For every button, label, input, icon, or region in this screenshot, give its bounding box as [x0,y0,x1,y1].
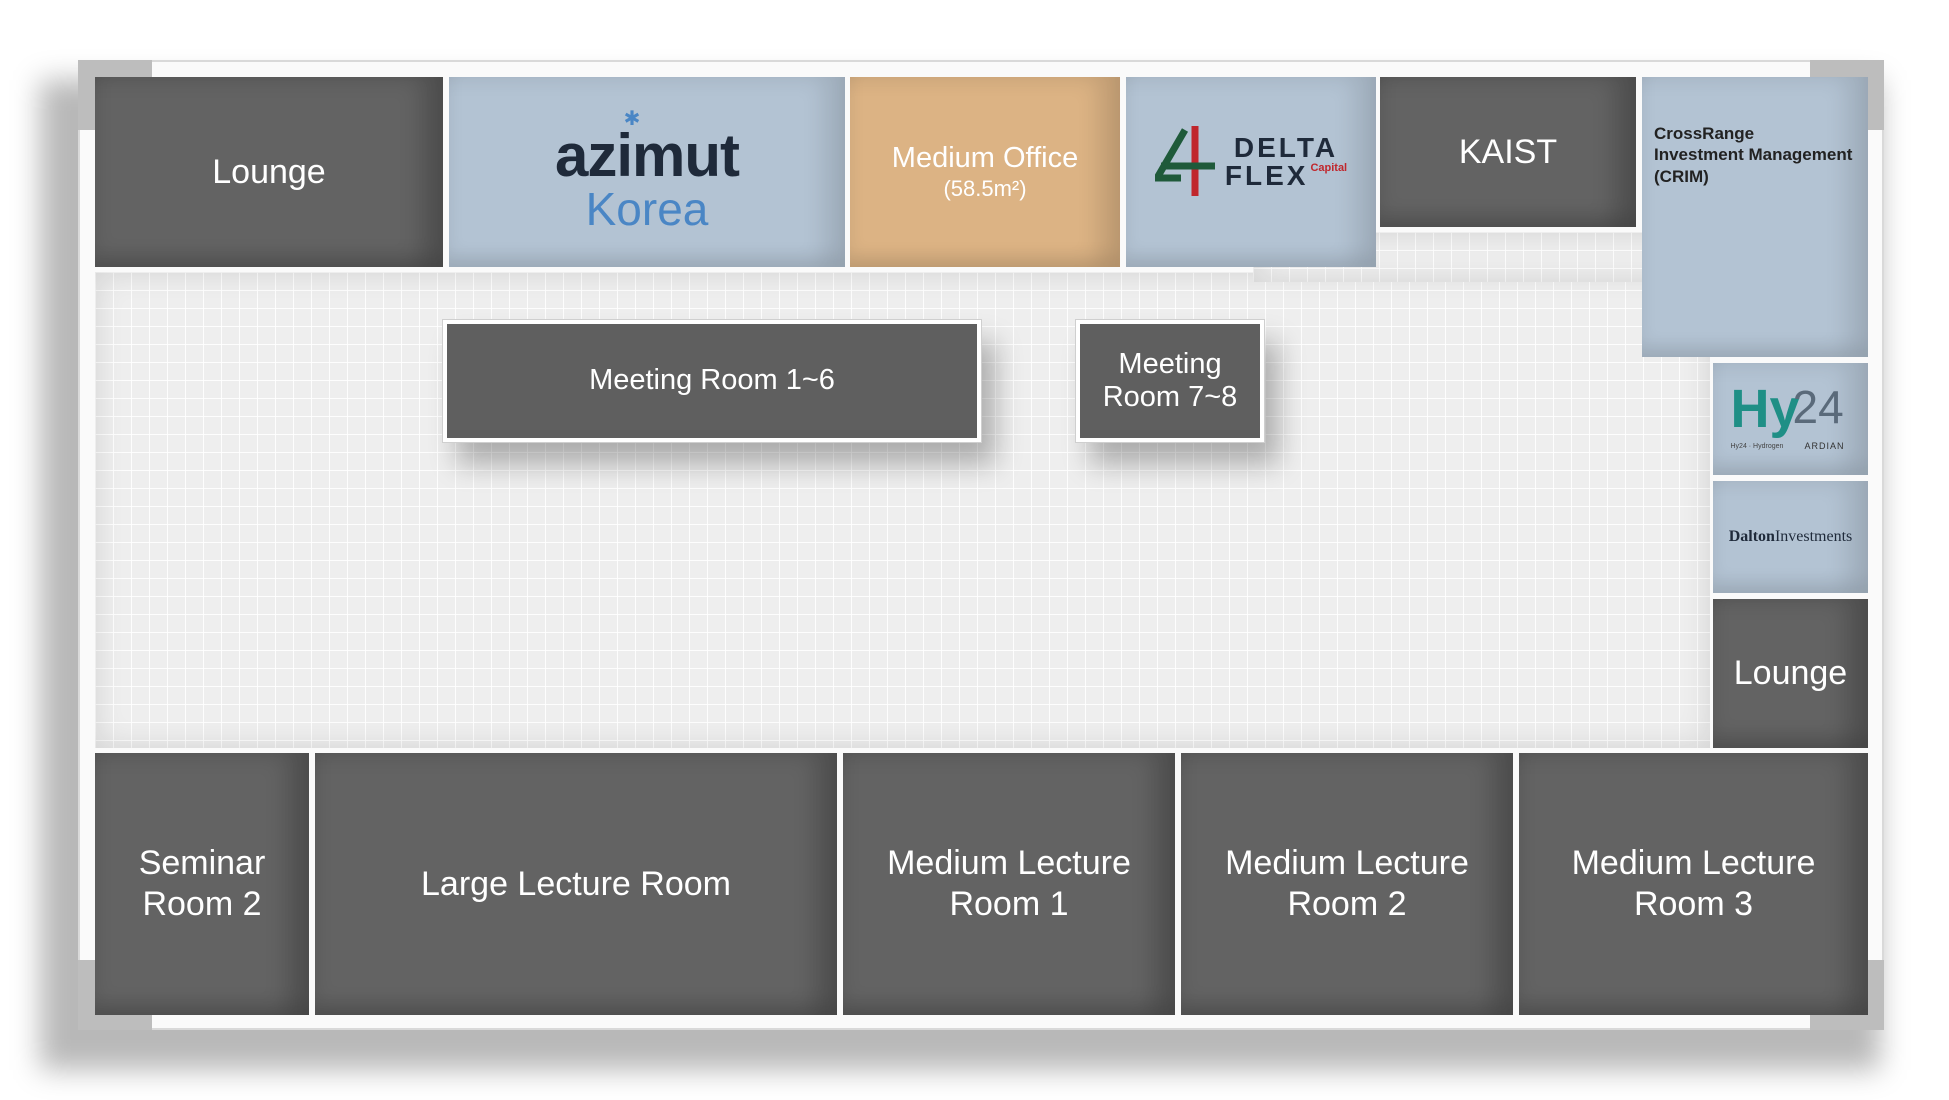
azimut-star-icon: ✱ [623,108,641,130]
room-medium-office[interactable]: Medium Office (58.5m²) [850,77,1120,267]
flex-word: FLEX [1224,160,1309,191]
room-label: KAIST [1458,132,1558,171]
room-label: Seminar Room 2 [138,844,266,923]
room-azimut-korea[interactable]: ✱ azimut Korea [449,77,845,267]
room-medium-lecture-2[interactable]: Medium Lecture Room 2 [1181,753,1513,1015]
hy24-logo: Hy 24 Hy24 · Hydrogen ARDIAN [1731,379,1851,459]
room-seminar-2[interactable]: Seminar Room 2 [95,753,309,1015]
room-label: Medium Office [891,142,1079,175]
azimut-wordmark: azimut [554,122,740,189]
hy24-letters: Hy [1730,379,1800,439]
room-kaist[interactable]: KAIST [1380,77,1636,227]
room-meeting-7-8[interactable]: Meeting Room 7~8 [1076,320,1264,442]
room-lounge-top[interactable]: Lounge [95,77,443,267]
delta-flex-mark-icon [1154,126,1215,196]
room-label: Medium Lecture Room 1 [887,844,1131,923]
corridor-floor [95,272,1710,748]
room-meeting-1-6[interactable]: Meeting Room 1~6 [443,320,981,442]
hy24-number: 24 [1792,381,1844,433]
room-label: Lounge [212,152,326,191]
dalton-logo: DaltonInvestments [1729,528,1853,546]
azimut-logo: ✱ azimut Korea [554,108,740,235]
room-delta-flex-capital[interactable]: DELTA FLEX Capital [1126,77,1376,267]
azimut-subtitle: Korea [585,183,709,235]
room-medium-lecture-1[interactable]: Medium Lecture Room 1 [843,753,1175,1015]
delta-word: DELTA [1233,132,1339,163]
room-label: Meeting Room 7~8 [1102,347,1238,413]
room-crim[interactable]: CrossRange Investment Management (CRIM) [1642,77,1868,357]
room-label: Large Lecture Room [421,864,731,903]
delta-flex-logo: DELTA FLEX Capital [1154,126,1348,198]
room-label: Meeting Room 1~6 [589,364,835,397]
room-label: Lounge [1733,654,1848,693]
hy24-caption: Hy24 · Hydrogen [1730,443,1784,450]
room-dalton-investments[interactable]: DaltonInvestments [1713,481,1868,593]
room-hy24[interactable]: Hy 24 Hy24 · Hydrogen ARDIAN [1713,363,1868,475]
room-label: CrossRange Investment Management (CRIM) [1654,124,1853,186]
room-label: Medium Lecture Room 2 [1225,844,1469,923]
room-large-lecture[interactable]: Large Lecture Room [315,753,837,1015]
dalton-rest: Investments [1774,528,1853,545]
hy24-ardian: ARDIAN [1804,441,1845,451]
dalton-bold: Dalton [1728,528,1775,545]
room-lounge-right[interactable]: Lounge [1713,599,1868,748]
capital-word: Capital [1310,162,1348,174]
room-label: Medium Lecture Room 3 [1571,844,1816,923]
room-area: (58.5m²) [943,175,1027,201]
room-medium-lecture-3[interactable]: Medium Lecture Room 3 [1519,753,1868,1015]
